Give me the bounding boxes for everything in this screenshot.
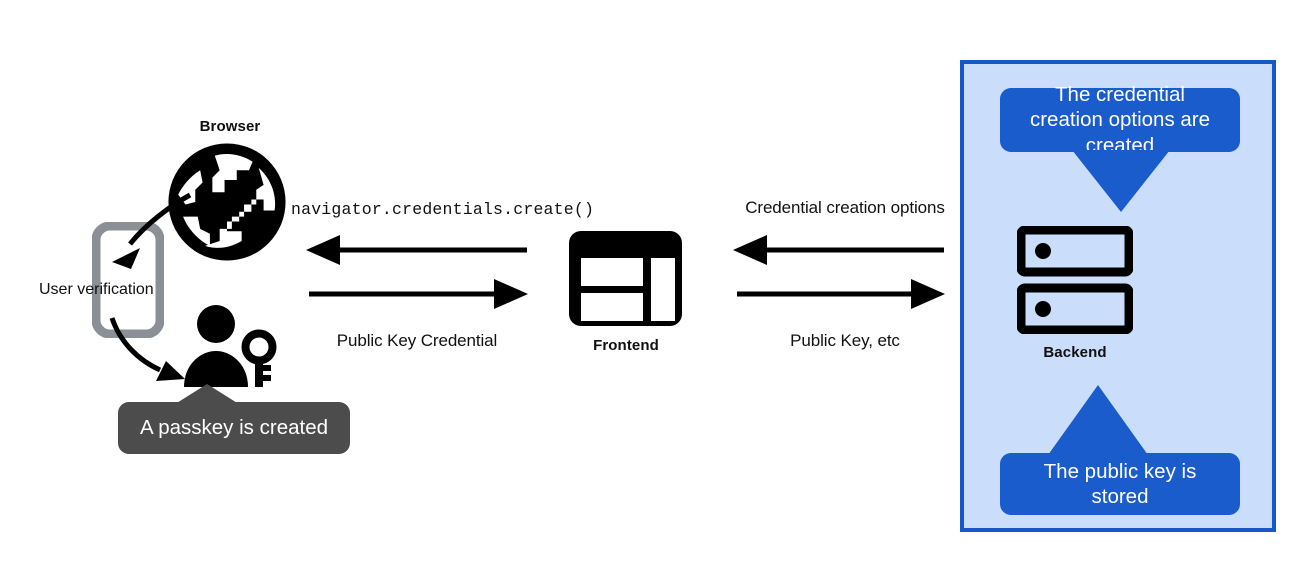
public-key-stored-tooltip-text: The public key is stored bbox=[1000, 453, 1240, 515]
arrow-public-key-credential bbox=[309, 279, 528, 309]
mobile-phone-icon bbox=[91, 221, 165, 339]
arrow-credential-creation-options bbox=[733, 235, 944, 265]
flow-label-public-key-etc: Public Key, etc bbox=[790, 331, 900, 350]
frontend-label: Frontend bbox=[593, 337, 659, 354]
passkey-created-tooltip-text: A passkey is created bbox=[118, 402, 350, 454]
arrow-public-key-etc bbox=[737, 279, 945, 309]
flow-label-navigator-create: navigator.credentials.create() bbox=[291, 200, 595, 219]
browser-window-icon bbox=[569, 231, 682, 326]
browser-label: Browser bbox=[199, 118, 261, 135]
flow-label-credential-creation-options: Credential creation options bbox=[745, 198, 945, 217]
backend-label: Backend bbox=[1043, 344, 1107, 361]
passkey-created-tooltip: A passkey is created bbox=[118, 384, 350, 454]
server-rack-icon bbox=[1016, 225, 1134, 335]
flow-label-public-key-credential: Public Key Credential bbox=[336, 331, 498, 350]
user-with-key-icon bbox=[180, 305, 280, 390]
credential-options-created-tooltip: The credential creation options are crea… bbox=[1000, 83, 1240, 212]
globe-icon bbox=[166, 141, 288, 263]
arrow-navigator-create bbox=[306, 235, 527, 265]
credential-options-created-tooltip-text: The credential creation options are crea… bbox=[1000, 83, 1240, 157]
user-verification-label: User verification bbox=[39, 281, 154, 298]
public-key-stored-tooltip: The public key is stored bbox=[1000, 385, 1240, 515]
